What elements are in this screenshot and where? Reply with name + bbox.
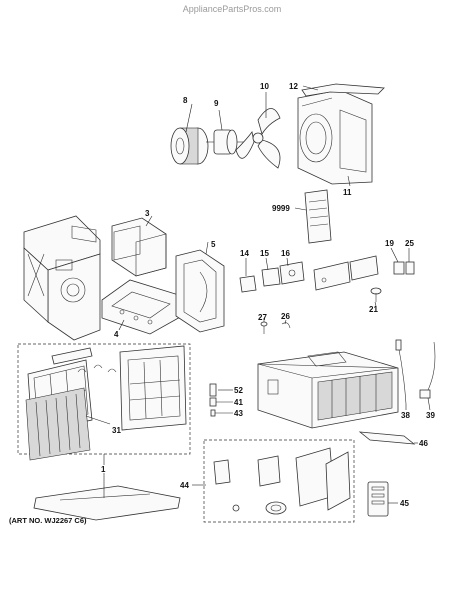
front-panel-part <box>119 345 187 431</box>
bracket-41-part <box>209 397 217 407</box>
kit-foam-seal-part <box>265 501 287 515</box>
control-board-part <box>239 275 257 293</box>
callout-16: 16 <box>281 249 290 258</box>
callout-39: 39 <box>426 411 435 420</box>
screw-27-part <box>260 321 268 334</box>
air-filter-part <box>25 387 91 461</box>
fan-shroud-part <box>297 89 373 185</box>
side-rail-part <box>358 431 416 445</box>
evaporator-frame-part <box>175 249 225 333</box>
callout-15: 15 <box>260 249 269 258</box>
installation-kit-group-box <box>203 439 355 523</box>
owner-manual-part <box>304 189 332 244</box>
callout-14: 14 <box>240 249 249 258</box>
callout-12: 12 <box>289 82 298 91</box>
callout-26: 26 <box>281 312 290 321</box>
callout-9: 9 <box>214 99 219 108</box>
power-cord-part <box>395 339 407 405</box>
callout-44: 44 <box>180 481 189 490</box>
callout-19: 19 <box>385 239 394 248</box>
screw-21-part <box>370 287 382 302</box>
chassis-housing-part <box>23 215 101 341</box>
callout-31: 31 <box>112 426 121 435</box>
blower-wheel-part <box>170 127 209 165</box>
callout-21: 21 <box>369 305 378 314</box>
callout-11: 11 <box>343 188 352 197</box>
callout-1: 1 <box>101 465 106 474</box>
drain-hose-part <box>419 341 436 399</box>
capacitor-part <box>393 261 415 275</box>
art-number: (ART NO. WJ2267 C6) <box>9 516 87 525</box>
callout-10: 10 <box>260 82 269 91</box>
base-pan-part <box>33 485 181 521</box>
switch-part <box>261 267 281 287</box>
callout-8: 8 <box>183 96 188 105</box>
top-bracket-part <box>301 83 385 97</box>
callout-41: 41 <box>234 398 243 407</box>
callout-52: 52 <box>234 386 243 395</box>
callout-5: 5 <box>211 240 216 249</box>
drain-pan-part <box>101 279 183 335</box>
callout-46: 46 <box>419 439 428 448</box>
bracket-52-part <box>209 383 217 397</box>
callout-43: 43 <box>234 409 243 418</box>
thermostat-bracket-part <box>313 255 379 291</box>
callout-3: 3 <box>145 209 150 218</box>
kit-curtain-frame-part <box>213 447 351 511</box>
clip-43-part <box>210 409 216 417</box>
outer-cabinet-part <box>257 351 399 429</box>
site-watermark: AppliancePartsPros.com <box>182 4 282 14</box>
callout-labels: 8 9 10 12 11 9999 3 5 4 14 15 16 19 25 2… <box>101 82 435 508</box>
kit-screw-part <box>232 504 240 512</box>
callout-9999: 9999 <box>272 204 290 213</box>
clip-26-part <box>281 322 291 329</box>
leader-lines <box>85 85 431 504</box>
callout-4: 4 <box>114 330 119 339</box>
callout-45: 45 <box>400 499 409 508</box>
callout-25: 25 <box>405 239 414 248</box>
callout-27: 27 <box>258 313 267 322</box>
fan-blade-part <box>235 108 281 169</box>
callout-38: 38 <box>401 411 410 420</box>
louver-part <box>51 347 117 373</box>
fan-motor-part <box>206 129 246 155</box>
air-duct-part <box>111 217 167 277</box>
remote-control-part <box>367 481 389 517</box>
control-panel-part <box>279 261 305 285</box>
